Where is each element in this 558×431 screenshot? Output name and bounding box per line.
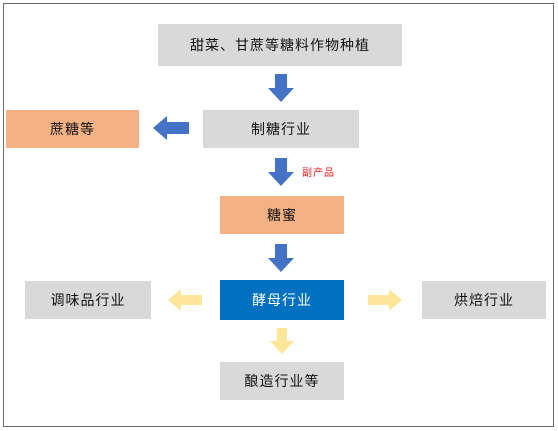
seasoning-industry-box: 调味品行业	[25, 281, 151, 319]
brewing-industry-box: 酿造行业等	[220, 362, 344, 400]
yeast-industry-box: 酵母行业	[220, 280, 344, 320]
sucrose-products-box: 蔗糖等	[6, 110, 139, 148]
crop-planting-box: 甜菜、甘蔗等糖料作物种植	[158, 24, 402, 66]
molasses-box: 糖蜜	[220, 196, 344, 234]
arrow-left-yellow-icon	[168, 289, 202, 311]
arrow-down-icon	[268, 74, 294, 102]
arrow-down-icon	[268, 158, 294, 186]
arrow-right-yellow-icon	[368, 289, 402, 311]
arrow-down-icon	[268, 244, 294, 272]
arrow-down-yellow-icon	[270, 328, 294, 354]
sugar-industry-box: 制糖行业	[203, 110, 359, 148]
arrow-left-icon	[153, 116, 189, 140]
baking-industry-box: 烘焙行业	[422, 281, 546, 319]
byproduct-label: 副产品	[302, 168, 335, 179]
